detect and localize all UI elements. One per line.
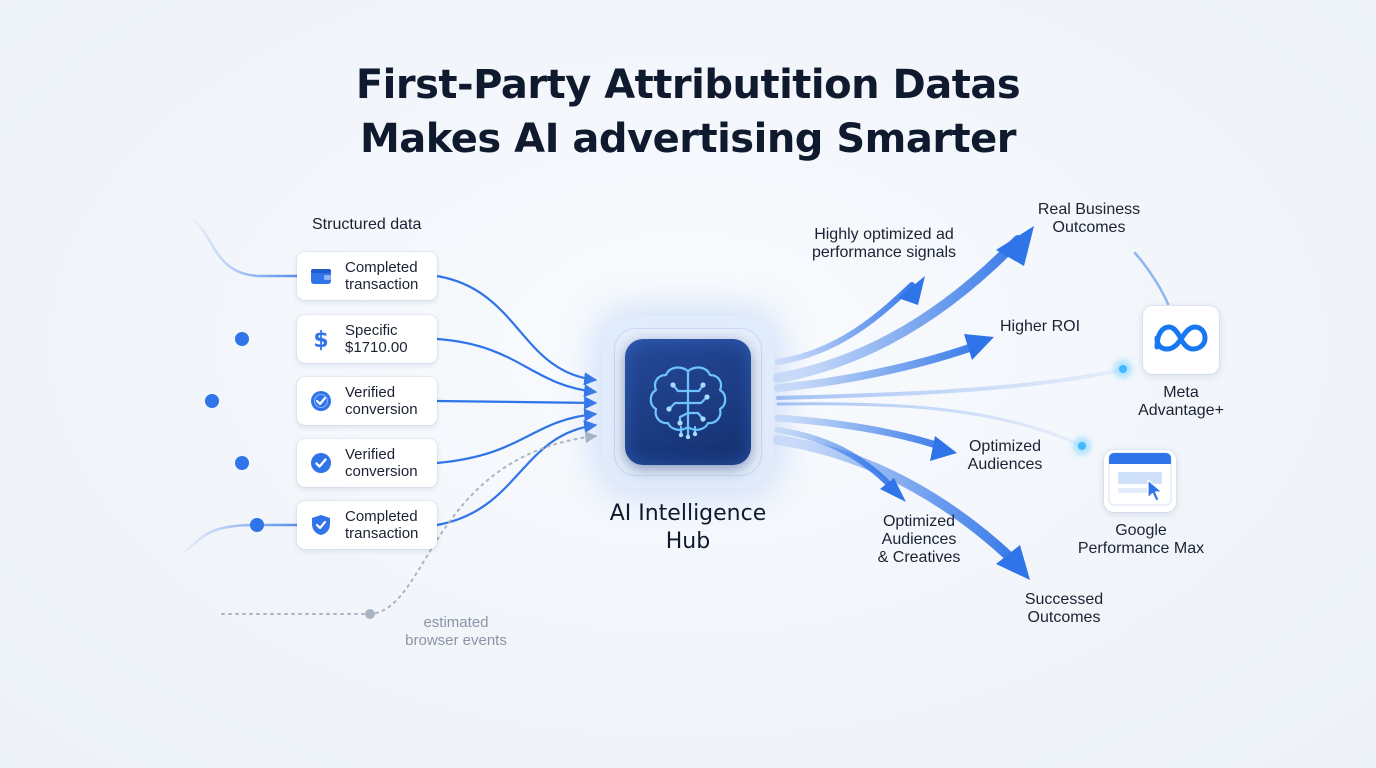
glow-node	[1119, 365, 1127, 373]
input-card-verified-conversion-2: Verified conversion	[297, 439, 437, 487]
ai-hub-tile	[625, 339, 751, 465]
output-line-1: Real Business	[1037, 201, 1141, 218]
output-line-1: Higher ROI	[999, 318, 1081, 335]
card-line-2: $1710.00	[345, 339, 408, 356]
feed-dot	[235, 456, 249, 470]
output-label-performance-signals: Highly optimized ad performance signals	[800, 226, 968, 262]
input-card-verified-conversion: Verified conversion	[297, 377, 437, 425]
title-line-1: First-Party Attributition Datas	[355, 62, 1021, 108]
output-line-2: Audiences	[967, 456, 1043, 473]
meta-advantage-label: Meta Advantage+	[1120, 384, 1242, 420]
card-line-1: Completed	[345, 508, 418, 525]
wallet-icon	[309, 264, 333, 288]
output-line-2: performance signals	[811, 244, 957, 261]
google-performance-max-label: Google Performance Max	[1066, 522, 1216, 558]
output-label-optimized-audiences-creatives: Optimized Audiences & Creatives	[864, 513, 974, 567]
feed-dot	[235, 332, 249, 346]
card-line-2: conversion	[345, 463, 418, 480]
platform-line-2: Performance Max	[1077, 540, 1205, 557]
output-line-2: Outcomes	[1027, 609, 1101, 626]
input-card-completed-transaction: Completed transaction	[297, 252, 437, 300]
card-line-1: Completed	[345, 259, 418, 276]
output-beams	[773, 226, 1170, 580]
card-line-1: Specific	[345, 322, 398, 339]
dollar-icon: $	[309, 327, 333, 351]
input-feed-lines	[150, 216, 297, 558]
card-line-1: Verified	[345, 446, 396, 463]
verified-badge-icon	[309, 389, 333, 413]
platform-line-1: Google	[1115, 522, 1167, 539]
estimated-events-path	[221, 431, 598, 619]
estimated-browser-events-label: estimated browser events	[396, 614, 516, 650]
hub-label-line-2: Hub	[665, 529, 711, 554]
estimated-line-2: browser events	[405, 632, 507, 649]
card-line-2: transaction	[345, 525, 419, 542]
output-line-1: Successed	[1024, 591, 1104, 608]
output-line-1: Optimized	[968, 438, 1042, 455]
output-label-optimized-audiences: Optimized Audiences	[955, 438, 1055, 474]
shield-check-icon	[309, 513, 333, 537]
title-line-2: Makes AI advertising Smarter	[359, 116, 1017, 162]
output-line-1: Optimized	[882, 513, 956, 530]
brain-circuit-icon	[645, 361, 731, 444]
hub-label: AI Intelligence Hub	[588, 500, 788, 556]
output-label-successed-outcomes: Successed Outcomes	[1010, 591, 1118, 627]
output-label-real-business-outcomes: Real Business Outcomes	[1024, 201, 1154, 237]
browser-cursor-icon	[1108, 452, 1172, 511]
output-line-3: & Creatives	[877, 549, 961, 566]
glow-node	[1078, 442, 1086, 450]
meta-logo-icon	[1153, 323, 1209, 358]
page-title: First-Party Attributition Datas Makes AI…	[0, 58, 1376, 166]
card-line-1: Verified	[345, 384, 396, 401]
platform-line-2: Advantage+	[1138, 402, 1224, 419]
card-to-hub-curves	[436, 274, 598, 527]
platform-line-1: Meta	[1163, 384, 1199, 401]
google-pmax-tile	[1104, 450, 1176, 512]
feed-dot	[205, 394, 219, 408]
output-line-2: Outcomes	[1052, 219, 1126, 236]
output-label-higher-roi: Higher ROI	[990, 318, 1090, 336]
output-line-2: Audiences	[881, 531, 957, 548]
structured-data-label: Structured data	[312, 216, 422, 233]
hub-label-line-1: AI Intelligence	[609, 501, 767, 526]
input-card-completed-transaction-2: Completed transaction	[297, 501, 437, 549]
card-line-2: conversion	[345, 401, 418, 418]
check-circle-icon	[309, 451, 333, 475]
feed-dot	[250, 518, 264, 532]
card-line-2: transaction	[345, 276, 419, 293]
output-line-1: Highly optimized ad	[814, 226, 954, 243]
svg-text:$: $	[313, 328, 328, 351]
estimated-dot	[365, 609, 375, 619]
input-card-specific-amount: $ Specific $1710.00	[297, 315, 437, 363]
meta-tile	[1143, 306, 1219, 374]
estimated-line-1: estimated	[423, 614, 489, 631]
